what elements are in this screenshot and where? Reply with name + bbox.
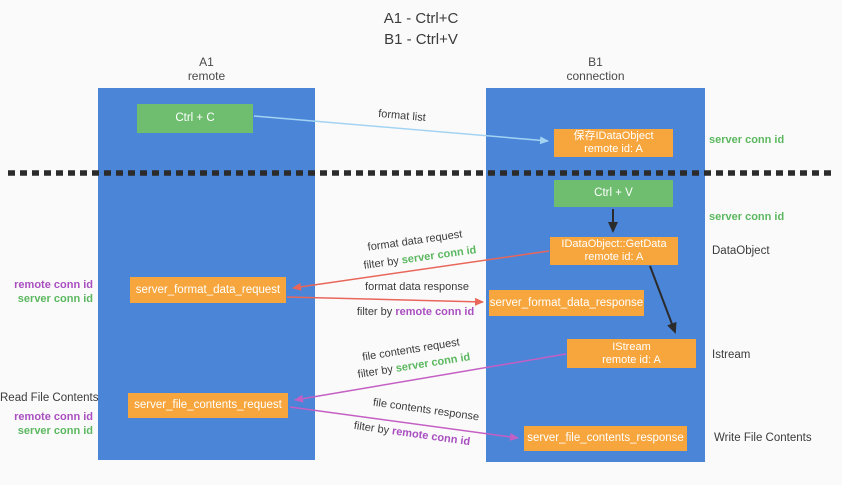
filter-keyword-server-conn-id-1: server conn id [400,244,478,267]
server-file-contents-response-box: server_file_contents_response [524,426,687,451]
lane-header-a1: A1 remote [98,55,315,83]
server-file-contents-response-label: server_file_contents_response [527,432,684,444]
getdata-line1: IDataObject::GetData [561,238,667,250]
ctrl-v-box: Ctrl + V [554,180,673,207]
format-data-response-label: format data response [365,281,469,293]
left-remote-conn-id-label-2: remote conn id [14,411,93,423]
title-line-2: B1 - Ctrl+V [384,31,458,48]
file-contents-response-label: file contents response [372,396,480,424]
server-format-data-request-label: server_format_data_request [135,283,281,296]
filter-prefix-1: filter by [362,254,403,272]
save-idataobject-line2: remote id: A [584,143,643,155]
istream-box: IStream remote id: A [567,339,696,368]
server-format-data-response-label: server_format_data_response [489,296,644,309]
istream-line2: remote id: A [602,353,661,366]
ctrl-v-label: Ctrl + V [594,187,633,199]
format-list-label: format list [377,107,427,125]
ctrl-c-box: Ctrl + C [137,104,253,133]
ctrl-c-label: Ctrl + C [175,112,215,124]
server-format-data-response-box: server_format_data_response [489,290,644,316]
lane-a1-name: A1 [199,55,214,69]
getdata-box: IDataObject::GetData remote id: A [550,237,678,265]
right-server-conn-id-label-2: server conn id [709,211,785,223]
left-remote-conn-id-label-1: remote conn id [14,279,93,291]
write-file-contents-label: Write File Contents [714,432,812,444]
getdata-line2: remote id: A [584,251,644,263]
filter-keyword-remote-conn-id-4: remote conn id [391,425,471,449]
read-file-contents-label: Read File Contents [0,392,99,404]
dataobject-label: DataObject [712,245,770,257]
lane-a1-subtitle: remote [187,69,226,83]
title-line-1: A1 - Ctrl+C [383,10,459,27]
lane-header-b1: B1 connection [486,55,705,83]
filter-prefix-2: filter by [356,306,396,318]
istream-side-label: Istream [712,349,751,361]
diagram-title: A1 - Ctrl+C B1 - Ctrl+V [296,8,546,50]
lane-b1-subtitle: connection [566,69,625,83]
filter-by-remote-conn-id-label-2: filter by remote conn id [343,306,488,318]
left-server-conn-id-label-2: server conn id [17,425,93,437]
istream-line1: IStream [612,340,651,353]
save-idataobject-line1: 保存IDataObject [573,130,654,142]
left-server-conn-id-label-1: server conn id [17,293,93,305]
server-file-contents-request-box: server_file_contents_request [128,393,288,418]
format-data-response-arrow [286,296,484,306]
server-format-data-request-box: server_format_data_request [130,277,286,303]
filter-by-remote-conn-id-label-4: filter by remote conn id [342,418,482,449]
filter-prefix-4: filter by [353,419,393,438]
server-file-contents-request-label: server_file_contents_request [134,399,282,411]
lane-b1-name: B1 [588,55,603,69]
filter-prefix-3: filter by [356,362,397,381]
filter-keyword-remote-conn-id-2: remote conn id [395,306,475,318]
save-idataobject-box: 保存IDataObject remote id: A [554,129,673,157]
right-server-conn-id-label-1: server conn id [709,134,785,146]
